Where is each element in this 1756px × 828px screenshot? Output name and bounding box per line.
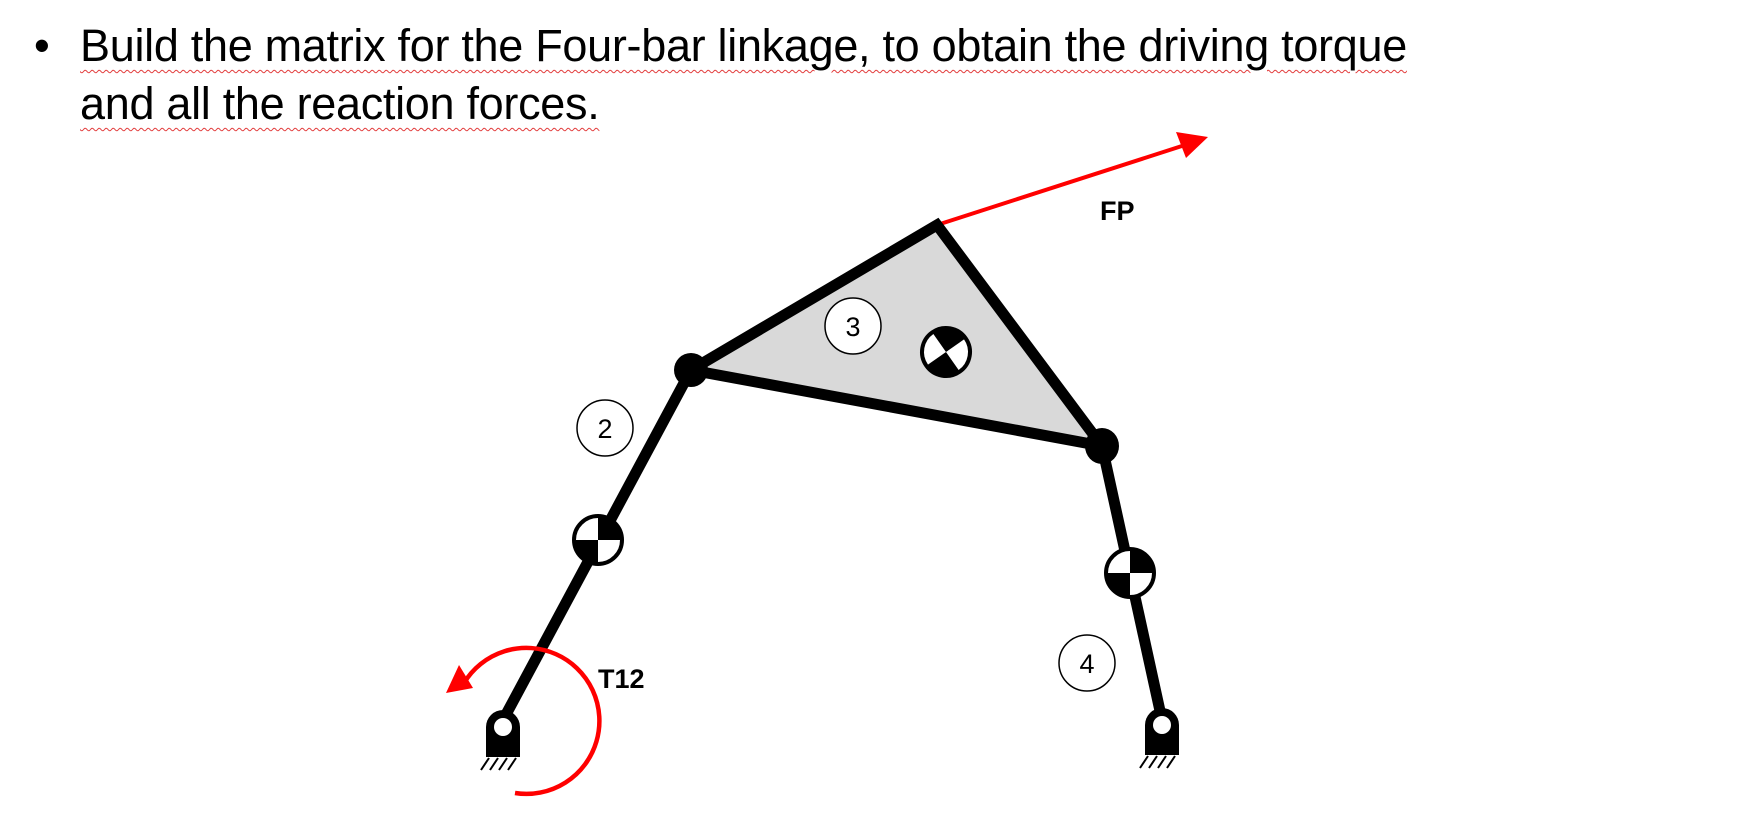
bullet-icon: • — [34, 20, 50, 71]
link-number-text: 3 — [845, 312, 860, 342]
pin-joint-icon — [1085, 428, 1119, 464]
center-of-mass-icon — [572, 514, 624, 566]
link-number-text: 4 — [1079, 649, 1094, 679]
torque-t12-label: T12 — [598, 664, 645, 694]
bullet-text-line-2: and all the reaction forces. — [80, 78, 600, 130]
torque-t12-arrow — [446, 645, 602, 797]
link-3-label: 3 — [824, 297, 882, 355]
link-4-label: 4 — [1058, 634, 1116, 692]
center-of-mass-icon — [920, 326, 972, 378]
pin-joint-icon — [674, 353, 708, 387]
link-number-text: 2 — [597, 414, 612, 444]
center-of-mass-icon — [1104, 547, 1156, 599]
ground-pivot-icon — [1139, 708, 1179, 769]
bullet-text-line-1: • Build the matrix for the Four-bar linka… — [34, 20, 1407, 72]
force-fp-label: FP — [1100, 196, 1135, 226]
instruction-text: Build the matrix for the Four-bar linkag… — [80, 20, 1407, 71]
force-fp-arrow — [936, 132, 1208, 227]
ground-pivot-icon — [480, 710, 520, 771]
instruction-text-continued: and all the reaction forces. — [80, 78, 600, 129]
link-2-label: 2 — [576, 399, 634, 457]
coupler-link-3 — [675, 217, 1115, 454]
